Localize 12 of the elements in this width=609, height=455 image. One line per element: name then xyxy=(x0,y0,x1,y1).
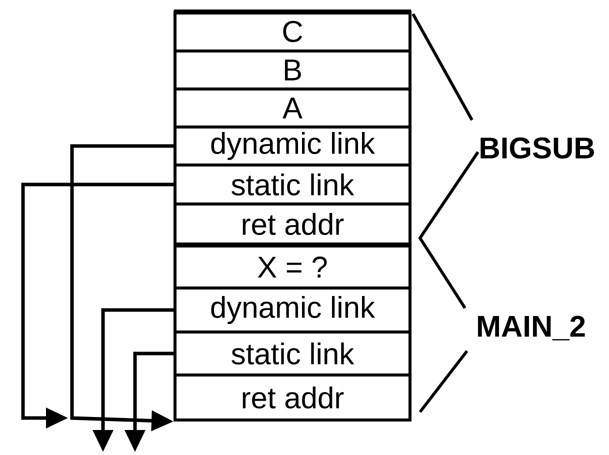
stack-cell: dynamic link xyxy=(174,126,412,166)
stack-cell: ret addr xyxy=(174,202,412,246)
stack-cell: static link xyxy=(174,164,412,206)
stack-cell: ret addr xyxy=(174,374,412,422)
frame-label: MAIN_2 xyxy=(478,316,585,340)
stack-cell: B xyxy=(174,50,412,90)
stack-cell: X = ? xyxy=(174,244,412,290)
stack-cell: C xyxy=(174,10,412,52)
frame-label: BIGSUB xyxy=(480,137,594,159)
stack-cell: static link xyxy=(174,330,412,376)
stack-cell: A xyxy=(174,88,412,128)
stack-cell: dynamic link xyxy=(174,286,412,334)
